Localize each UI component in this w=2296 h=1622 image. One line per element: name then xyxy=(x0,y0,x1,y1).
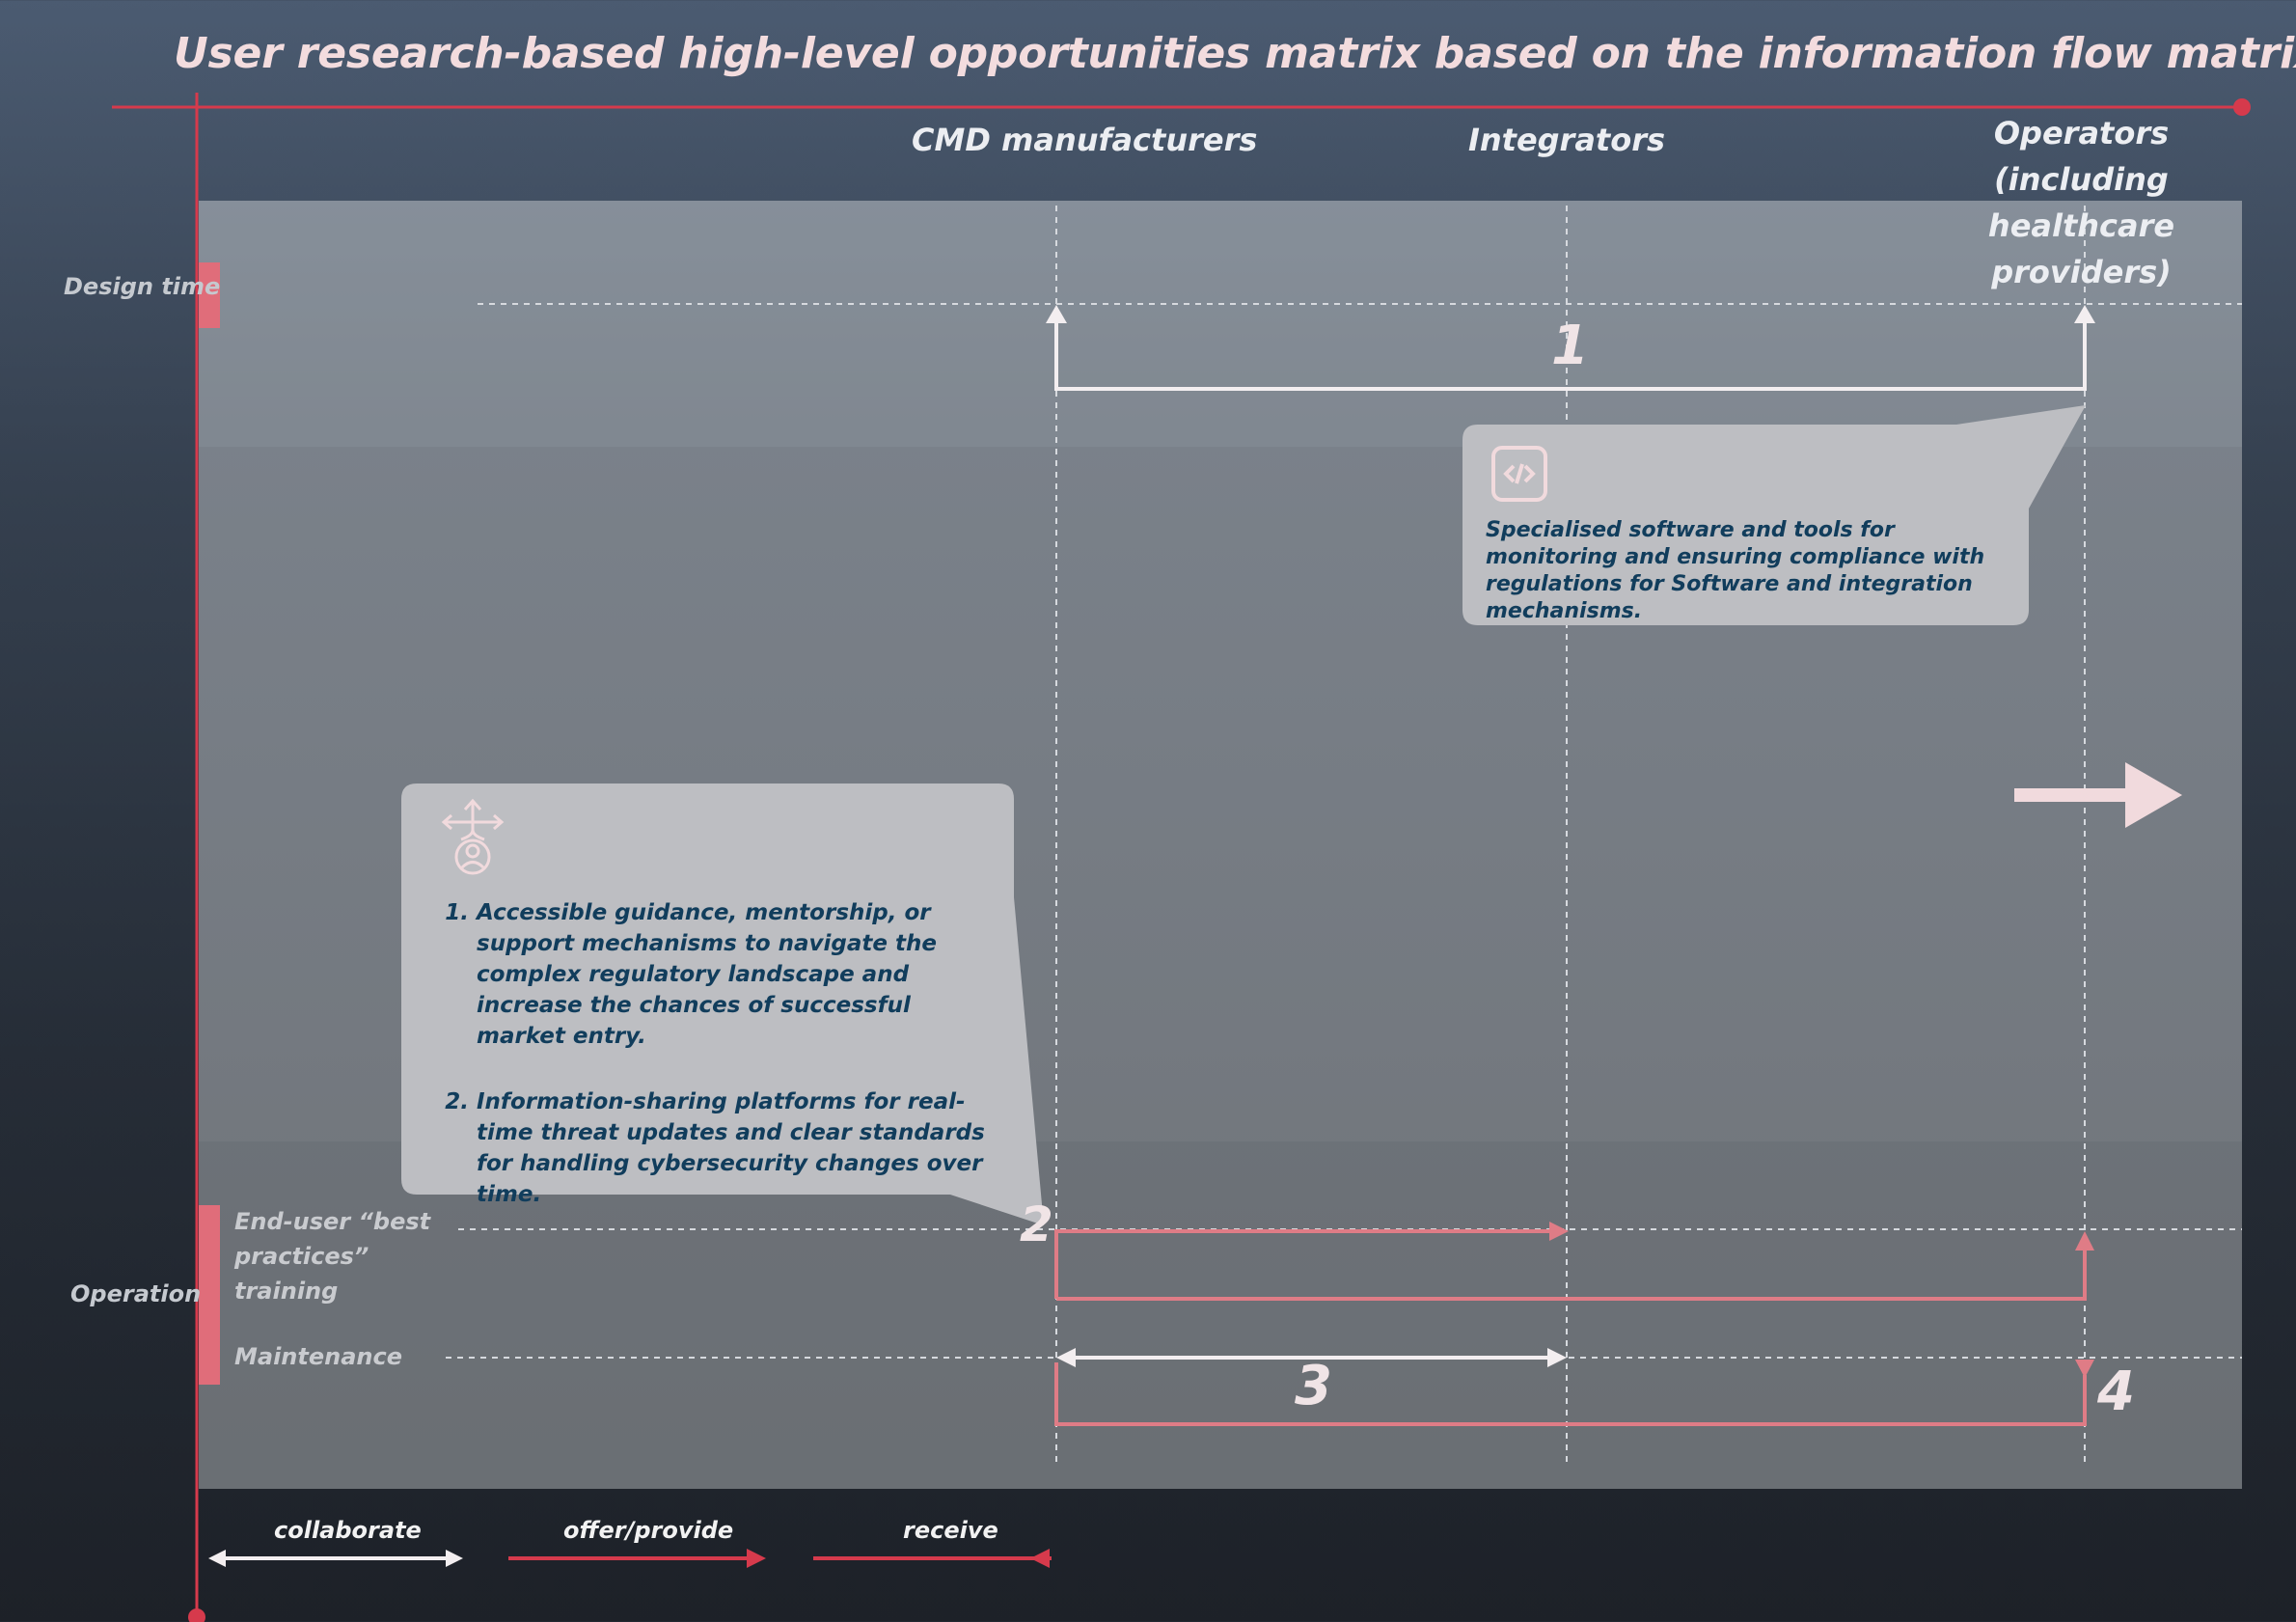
flow-4-connector xyxy=(1054,1362,2087,1426)
callout-guidance-bubble xyxy=(401,784,1044,1225)
legend-collaborate-label: collaborate xyxy=(274,1517,422,1544)
design-time-marker xyxy=(199,262,220,328)
person-directions-icon xyxy=(441,798,505,875)
column-integrators: Integrators xyxy=(1467,122,1666,158)
legend-receive-label: receive xyxy=(903,1517,998,1544)
design-time-band xyxy=(199,201,2242,447)
flow-1-arrowhead-right xyxy=(2074,305,2095,323)
column-operators: Operators (including healthcare provider… xyxy=(1987,115,2175,290)
operation-marker xyxy=(199,1205,220,1385)
flow-2-arrowhead-integrators xyxy=(1549,1222,1569,1241)
guidance-item-1: Accessible guidance, mentorship, or supp… xyxy=(477,897,988,1052)
flow-number-4: 4 xyxy=(2097,1361,2135,1423)
callout-software-bubble xyxy=(1462,405,2086,625)
legend-offer-arrow xyxy=(508,1549,766,1568)
flow-2-arrowhead-operators xyxy=(2075,1231,2094,1251)
flow-1-connector xyxy=(1054,320,2087,391)
page-title: User research-based high-level opportuni… xyxy=(174,29,2296,78)
legend-offer-label: offer/provide xyxy=(563,1517,734,1544)
flow-2-connector xyxy=(1054,1229,2087,1301)
guidance-item-2: Information-sharing platforms for real-t… xyxy=(477,1086,988,1210)
legend-receive-arrow xyxy=(813,1549,1052,1568)
row-maintenance: Maintenance xyxy=(234,1343,403,1370)
column-cmd-manufacturers: CMD manufacturers xyxy=(912,122,1258,158)
direction-arrow xyxy=(2014,762,2182,828)
flow-1-arrowhead-left xyxy=(1046,305,1067,323)
flow-number-1: 1 xyxy=(1551,315,1589,377)
callout-software-text: Specialised software and tools for monit… xyxy=(1486,518,1985,623)
flow-number-3: 3 xyxy=(1295,1355,1332,1417)
flow-4-arrowhead xyxy=(2075,1360,2094,1378)
flow-3-arrowhead-left xyxy=(1056,1348,1076,1367)
phase-design-time: Design time xyxy=(64,273,221,300)
axis-end-dot xyxy=(2233,98,2251,116)
callout-guidance-list: Accessible guidance, mentorship, or supp… xyxy=(448,897,988,1245)
flow-number-2: 2 xyxy=(1020,1196,1053,1252)
phase-operation: Operation xyxy=(70,1280,202,1307)
legend-collaborate-arrow xyxy=(208,1550,463,1567)
operation-band xyxy=(199,1141,2242,1489)
code-icon xyxy=(1491,446,1547,502)
flow-3-arrowhead-right xyxy=(1547,1348,1567,1367)
axis-start-dot xyxy=(188,1608,205,1622)
row-training: End-user “best practices” training xyxy=(234,1208,431,1305)
